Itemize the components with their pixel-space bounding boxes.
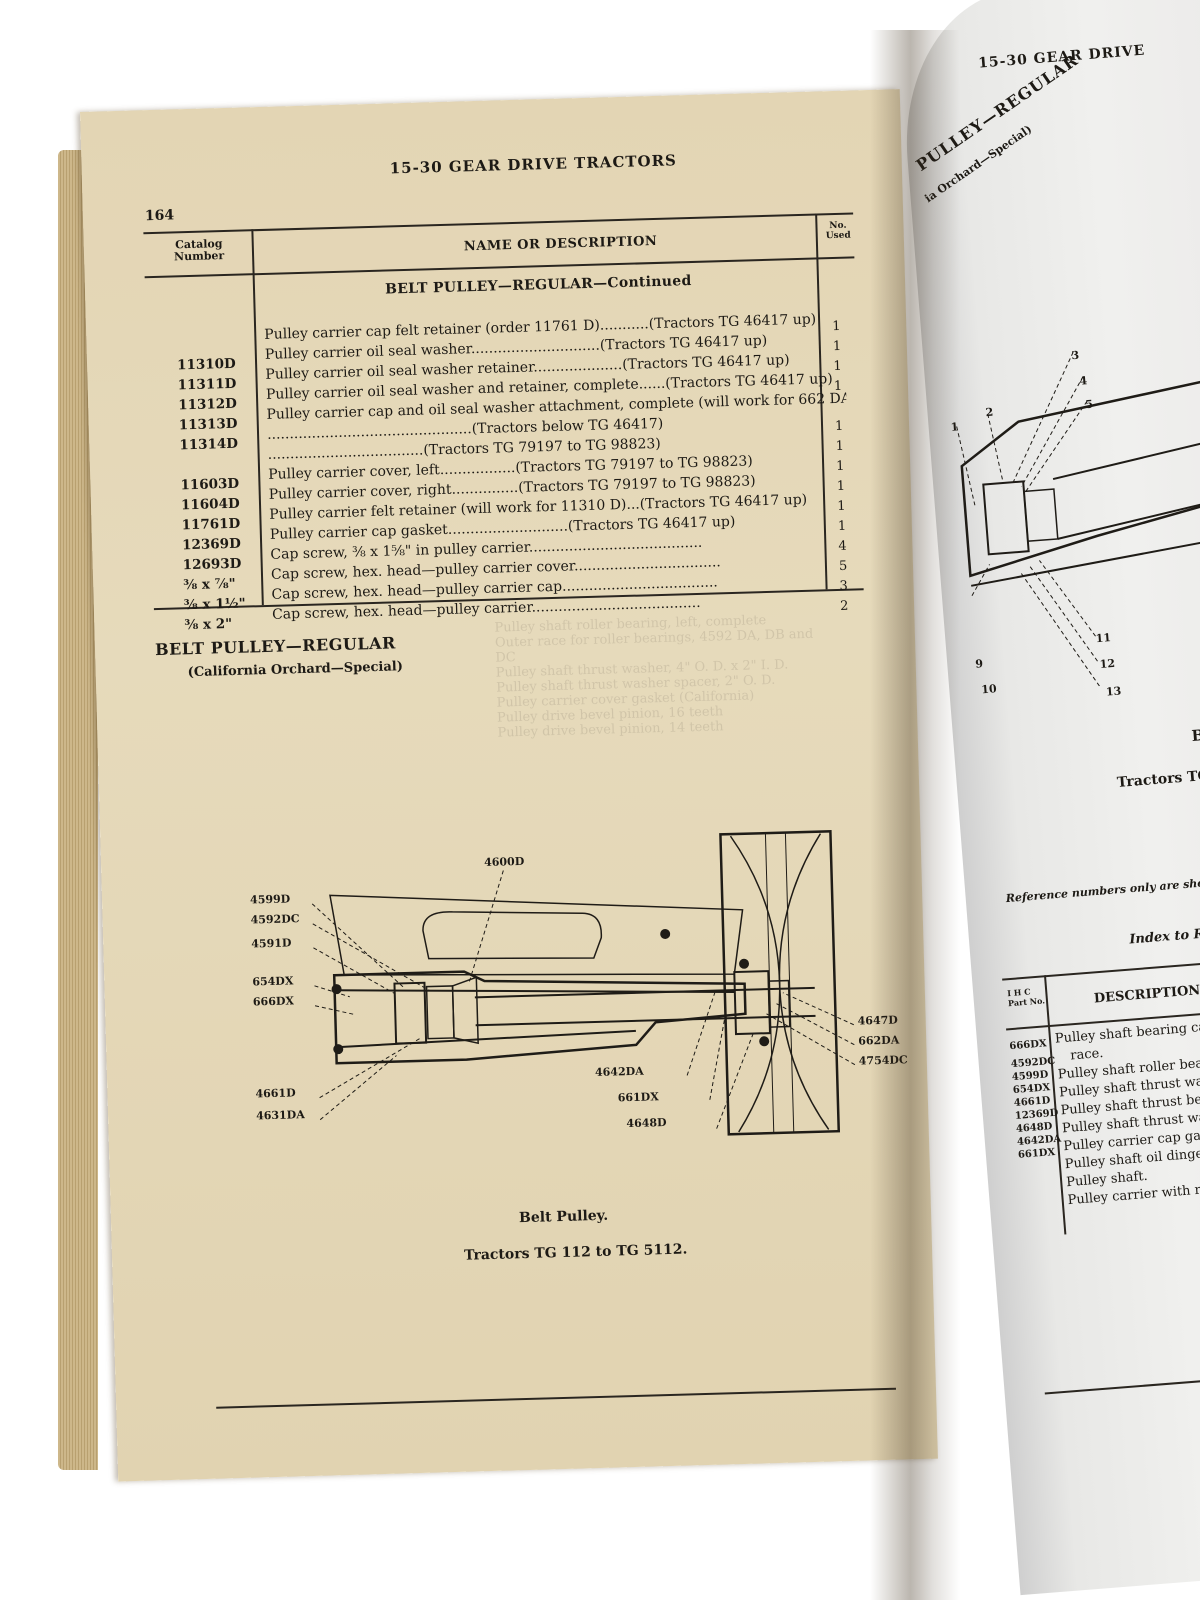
right-callout-12: 12 [1099, 656, 1116, 671]
catalog-number: 11311D [177, 375, 237, 394]
col-header-description: NAME OR DESCRIPTION [463, 233, 658, 255]
table-header-rule [144, 256, 855, 279]
running-head: 15-30 GEAR DRIVE TRACTORS [389, 151, 678, 178]
right-callout-1: 1 [950, 420, 959, 434]
parts-table-body: Pulley carrier cap felt retainer (order … [146, 312, 864, 636]
right-callout-10: 10 [980, 682, 998, 697]
section-title: BELT PULLEY—REGULAR—Continued [384, 272, 692, 298]
catalog-number: 12369D [181, 535, 242, 554]
catalog-number: 11313D [178, 415, 238, 434]
right-callout-9: 9 [974, 657, 984, 671]
callout-label: 4754DC [858, 1053, 908, 1068]
catalog-number: 11310D [176, 355, 237, 374]
callout-label: 4599D [249, 892, 291, 907]
right-pulley-diagram [956, 351, 1200, 687]
right-page: 15-30 GEAR DRIVE PULLEY—REGULAR ia Orcha… [895, 0, 1200, 1596]
callout-label: 4661D [255, 1086, 296, 1101]
callout-label: 661DX [617, 1090, 659, 1105]
callout-label: 4591D [251, 936, 292, 951]
catalog-number: ⅜ x ⅞" [183, 575, 236, 594]
catalog-number: 11603D [180, 475, 240, 494]
catalog-number: 11312D [178, 395, 238, 414]
col-header-catalog: Catalog Number [173, 237, 225, 264]
right-bottom-rule [1044, 1369, 1200, 1395]
right-index-title: Index to Referenc [1128, 922, 1200, 948]
catalog-number: 12693D [182, 555, 242, 574]
callout-top: 4600D [483, 854, 525, 870]
belt-pulley-diagram [311, 830, 856, 1136]
right-callout-4: 4 [1078, 374, 1088, 388]
right-callout-2: 2 [985, 405, 994, 420]
callout-label: 662DA [858, 1033, 900, 1048]
callout-label: 666DX [252, 994, 295, 1009]
right-part-number: 661DX [1017, 1146, 1056, 1161]
callout-label: 4631DA [255, 1108, 305, 1123]
right-note: Reference numbers only are shown in illu… [1005, 871, 1200, 906]
right-col-header-ihc: I H C Part No. [1006, 986, 1046, 1009]
right-callout-13: 13 [1105, 684, 1122, 699]
callout-label: 4648D [626, 1116, 667, 1131]
figure-caption: Belt Pulley. [518, 1207, 609, 1227]
catalog-number: ⅜ x 2" [184, 615, 233, 634]
callout-label: 4647D [857, 1013, 899, 1028]
callout-label: 4592DC [250, 912, 300, 927]
catalog-number: 11761D [181, 515, 241, 534]
right-caption-1: Belt [1190, 724, 1200, 745]
right-callout-3: 3 [1070, 348, 1080, 363]
figure-subcaption: Tractors TG 112 to TG 5112. [463, 1241, 688, 1264]
section2-subtitle: (California Orchard—Special) [187, 659, 404, 681]
page-number: 164 [144, 207, 175, 225]
table-top-rule [143, 212, 854, 235]
catalog-number: 11314D [179, 435, 239, 454]
right-descriptions: Pulley shaft bearing cage wrace.Pulley s… [1054, 1015, 1200, 1210]
callout-label: 654DX [252, 974, 294, 989]
section2-title: BELT PULLEY—REGULAR [154, 633, 397, 660]
catalog-number: ⅜ x 1½" [183, 595, 246, 614]
col-header-used: No. Used [825, 220, 851, 242]
catalog-number: 11604D [180, 495, 240, 514]
right-caption-2: Tractors TG 5 [1116, 767, 1200, 791]
bleed-through-text: Pulley shaft roller bearing, left, compl… [494, 613, 814, 741]
right-callout-11: 11 [1095, 631, 1112, 646]
right-callout-5: 5 [1084, 397, 1094, 412]
callout-label: 4642DA [594, 1064, 644, 1079]
quantity-used: 2 [839, 598, 849, 614]
right-col-header-desc: DESCRIPTION [1093, 983, 1200, 1007]
bottom-rule [216, 1387, 896, 1409]
right-table-top [1002, 955, 1200, 981]
left-page: 15-30 GEAR DRIVE TRACTORS 164 Catalog Nu… [80, 89, 938, 1482]
